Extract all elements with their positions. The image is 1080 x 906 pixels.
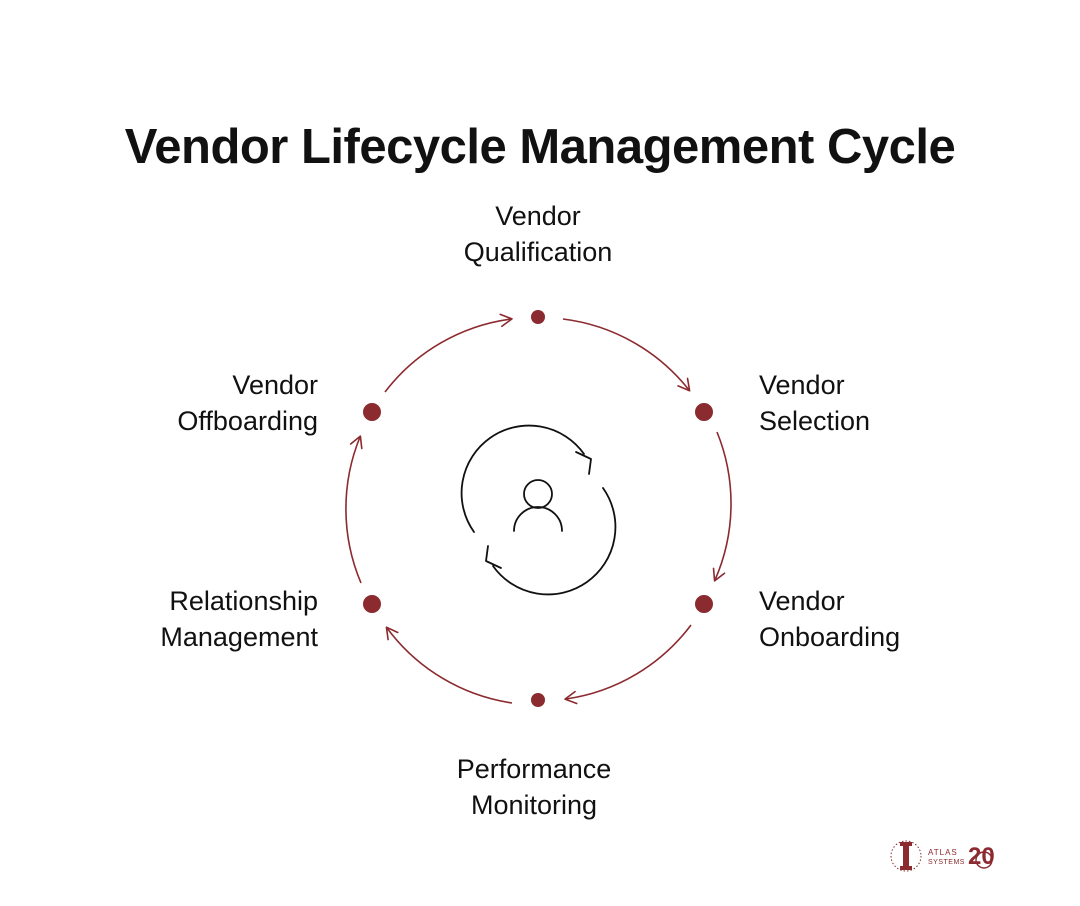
stage-label-line: Vendor	[495, 201, 581, 231]
arrow-selection-to-onboarding	[712, 431, 732, 582]
node-vendor-selection	[695, 403, 713, 421]
user-refresh-icon	[460, 424, 617, 596]
arrow-onboarding-to-monitoring	[564, 624, 692, 705]
stage-label-vendor-qualification: Vendor Qualification	[408, 198, 668, 270]
diagram-title: Vendor Lifecycle Management Cycle	[124, 119, 956, 174]
stage-label-line: Relationship	[169, 586, 318, 616]
stage-label-line: Management	[160, 622, 318, 652]
stage-label-line: Offboarding	[177, 406, 318, 436]
node-vendor-offboarding	[363, 403, 381, 421]
atlas-systems-logo: ATLAS SYSTEMS 20	[888, 838, 998, 874]
stage-label-performance-monitoring: Performance Monitoring	[404, 751, 664, 823]
stage-label-vendor-selection: Vendor Selection	[759, 367, 1019, 439]
logo-text-systems: SYSTEMS	[928, 859, 965, 866]
stage-label-line: Performance	[456, 754, 612, 784]
arrow-management-to-offboarding	[345, 435, 363, 584]
logo-text-atlas: ATLAS	[928, 848, 958, 857]
stage-label-vendor-offboarding: Vendor Offboarding	[58, 367, 318, 439]
node-relationship-management	[363, 595, 381, 613]
logo-badge-20: 20	[968, 843, 995, 870]
arrow-qualification-to-selection	[562, 318, 691, 392]
stage-label-line: Vendor	[759, 370, 845, 400]
node-vendor-onboarding	[695, 595, 713, 613]
stage-label-line: Monitoring	[470, 790, 598, 820]
stage-label-line: Vendor	[759, 586, 845, 616]
stage-label-line: Qualification	[463, 237, 613, 267]
node-vendor-qualification	[531, 310, 545, 324]
stage-label-line: Selection	[759, 406, 871, 436]
stage-label-vendor-onboarding: Vendor Onboarding	[759, 583, 1019, 655]
arrow-monitoring-to-management	[385, 626, 513, 704]
stage-label-relationship-management: Relationship Management	[58, 583, 318, 655]
node-performance-monitoring	[531, 693, 545, 707]
stage-label-line: Onboarding	[759, 622, 901, 652]
atlas-pillar-icon	[890, 840, 993, 872]
arrow-offboarding-to-qualification	[384, 313, 513, 393]
stage-label-line: Vendor	[232, 370, 318, 400]
